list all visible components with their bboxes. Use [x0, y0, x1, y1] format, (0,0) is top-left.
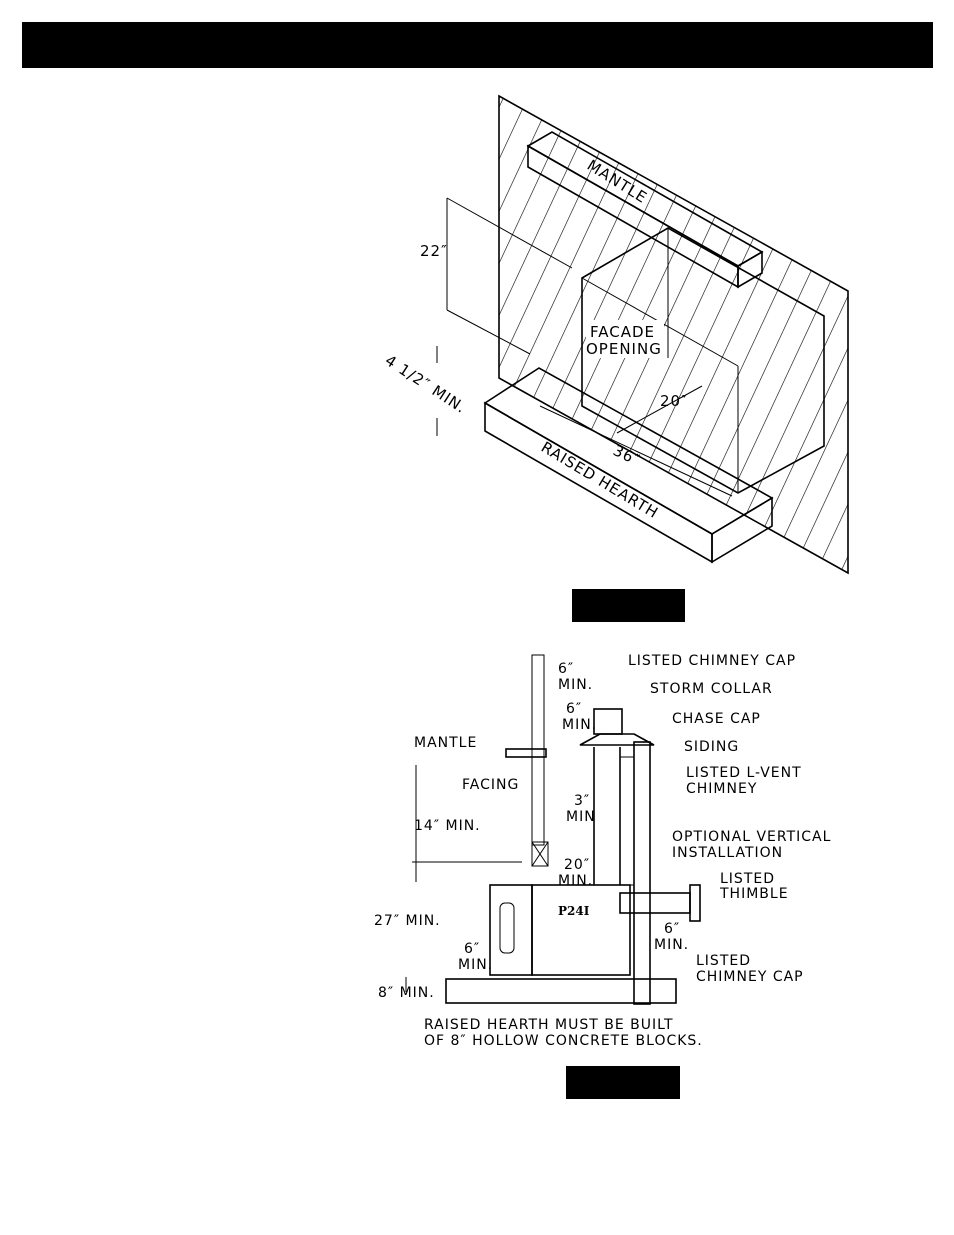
- chase-wall: [633, 741, 651, 1005]
- dim-4half-label: 4 1/2″ MIN.: [382, 351, 470, 417]
- facade-label-line2: OPENING: [586, 340, 662, 358]
- stove-body: [531, 884, 631, 976]
- three-b: MIN: [566, 809, 596, 825]
- raised-hearth-block: [483, 367, 774, 564]
- siding-label: SIDING: [684, 739, 739, 755]
- six-min-top-a: 6″: [558, 661, 574, 677]
- interior-wall: [619, 756, 635, 886]
- mantle-block: [526, 131, 764, 289]
- six-l-b: MIN.: [458, 957, 493, 973]
- chase-cap: [579, 733, 655, 746]
- twenty-a: 20″: [564, 857, 590, 873]
- optional-1: OPTIONAL VERTICAL: [672, 829, 831, 845]
- side-chimney-cap: [689, 884, 701, 922]
- listed-thimble-2: THIMBLE: [719, 886, 789, 902]
- wall-hatched: [498, 94, 849, 575]
- listed-chimney-cap-label: LISTED CHIMNEY CAP: [628, 653, 796, 669]
- figure-2-caption-box: [566, 1066, 680, 1099]
- model-label: P24I: [558, 904, 590, 918]
- six-min-2a: 6″: [566, 701, 582, 717]
- stove-door-glass: [499, 902, 515, 954]
- note-line-1: RAISED HEARTH MUST BE BUILT: [424, 1017, 674, 1033]
- listed-cap-2a: LISTED: [696, 953, 751, 969]
- raised-hearth-base: [445, 978, 677, 1004]
- six-r-a: 6″: [664, 921, 680, 937]
- listed-lvent-2: CHIMNEY: [686, 781, 757, 797]
- facing-pipe: [531, 654, 545, 846]
- figure-2-elevation-diagram: P24I 6″ MIN. LISTED CHIMNEY CAP STORM CO…: [372, 647, 864, 1052]
- mantle-label-2: MANTLE: [414, 735, 477, 751]
- six-l-a: 6″: [464, 941, 480, 957]
- header-bar: [22, 22, 933, 68]
- listed-lvent-1: LISTED L-VENT: [686, 765, 802, 781]
- mantle-shape: [505, 748, 547, 758]
- chase-cap-label: CHASE CAP: [672, 711, 761, 727]
- eight-label: 8″ MIN.: [378, 985, 435, 1001]
- optional-2: INSTALLATION: [672, 845, 783, 861]
- six-r-b: MIN.: [654, 937, 689, 953]
- six-min-top-b: MIN.: [558, 677, 593, 693]
- storm-collar-label: STORM COLLAR: [650, 681, 773, 697]
- fourteen-label: 14″ MIN.: [414, 818, 481, 834]
- twentyseven-label: 27″ MIN.: [374, 913, 441, 929]
- listed-cap-2b: CHIMNEY CAP: [696, 969, 804, 985]
- note-line-2: OF 8″ HOLLOW CONCRETE BLOCKS.: [424, 1033, 703, 1049]
- chimney-cap-top: [593, 708, 623, 735]
- twenty-b: MIN.: [558, 873, 593, 889]
- dim-22-label: 22″: [420, 242, 448, 260]
- figure-1-facade-diagram: 22″ 4 1/2″ MIN. MANTLE FACADE OPENING 20…: [362, 88, 860, 580]
- three-a: 3″: [574, 793, 590, 809]
- stove-front: [489, 884, 533, 976]
- six-min-2b: MIN.: [562, 717, 597, 733]
- facade-label-line1: FACADE: [590, 323, 655, 341]
- listed-thimble-1: LISTED: [720, 871, 775, 887]
- dim-20-label: 20″: [660, 392, 688, 410]
- facing-label: FACING: [462, 777, 519, 793]
- figure-1-caption-box: [572, 589, 685, 622]
